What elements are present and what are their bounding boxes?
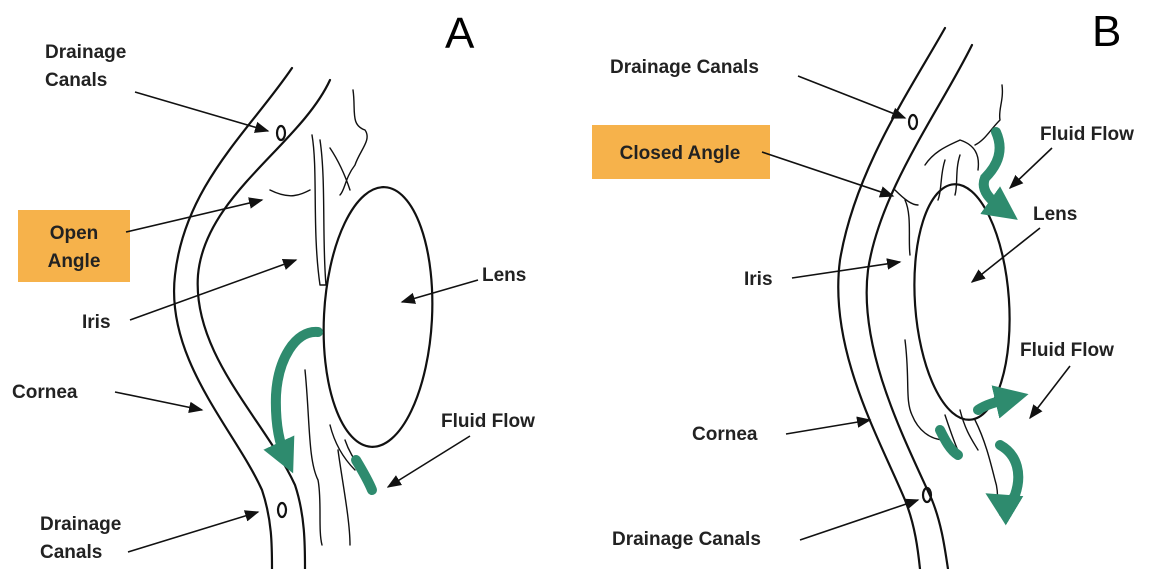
panel-a-drainage-canal-top xyxy=(277,126,285,140)
panel-b-cornea-inner xyxy=(867,45,972,569)
panel-b-drainage-bottom-pointer xyxy=(800,500,918,540)
panel-b-drainage-canal-top xyxy=(909,115,917,129)
panel-a-iris-label: Iris xyxy=(82,312,111,333)
panel-a-fluid-flow-pointer xyxy=(388,436,470,487)
panel-a-drainage-top-label-1: Drainage xyxy=(45,42,126,63)
panel-a-iris-pointer xyxy=(130,260,296,320)
panel-a-lens-label: Lens xyxy=(482,265,526,286)
panel-a-fluid-flow-label: Fluid Flow xyxy=(441,411,535,432)
panel-b-letter: B xyxy=(1092,7,1121,56)
panel-a-letter: A xyxy=(445,9,475,58)
panel-b-fluid-flow-top-arrow xyxy=(984,132,1004,210)
panel-a-iris-top xyxy=(270,90,367,285)
panel-a-lens-pointer xyxy=(402,280,478,302)
panel-b-cornea-pointer xyxy=(786,420,870,434)
panel-b-closed-angle-label: Closed Angle xyxy=(620,143,741,164)
panel-b-fluid-flow-bottom-pointer xyxy=(1030,366,1070,418)
panel-a-drainage-canal-bottom xyxy=(278,503,286,517)
panel-a-drainage-top-label-2: Canals xyxy=(45,70,107,91)
panel-a-fluid-flow-tail xyxy=(356,460,372,490)
panel-b-drainage-bottom-label: Drainage Canals xyxy=(612,529,761,550)
panel-b-lens-label: Lens xyxy=(1033,204,1077,225)
panel-b-drainage-top-label: Drainage Canals xyxy=(610,57,759,78)
panel-b: B Closed Angle Drainage Canals Fluid Flo… xyxy=(592,7,1134,569)
panel-a-drainage-top-pointer xyxy=(135,92,268,131)
panel-b-fluid-flow-top-label: Fluid Flow xyxy=(1040,124,1134,145)
panel-a-lens xyxy=(317,184,438,449)
panel-a-cornea-outer xyxy=(174,68,292,569)
panel-a-drainage-bottom-label-1: Drainage xyxy=(40,514,121,535)
panel-a-fluid-flow-arrow xyxy=(276,332,318,458)
panel-a-open-angle-label-2: Angle xyxy=(48,251,101,272)
panel-b-fluid-flow-top-pointer xyxy=(1010,148,1052,188)
panel-a-drainage-bottom-label-2: Canals xyxy=(40,542,102,563)
panel-a-open-angle-pointer xyxy=(126,200,262,232)
panel-b-lens xyxy=(907,181,1017,423)
panel-a-drainage-bottom-pointer xyxy=(128,512,258,552)
panel-a-cornea-label: Cornea xyxy=(12,382,78,403)
panel-b-fluid-flow-bottom-label: Fluid Flow xyxy=(1020,340,1114,361)
panel-b-fluid-flow-right-arrow xyxy=(978,398,1012,410)
panel-a-open-angle-label-1: Open xyxy=(50,223,99,244)
panel-a-cornea-pointer xyxy=(115,392,202,410)
panel-b-cornea-label: Cornea xyxy=(692,424,758,445)
panel-b-drainage-top-pointer xyxy=(798,76,905,118)
panel-b-fluid-flow-bottom-arrow xyxy=(1000,445,1018,504)
panel-a: A Open Angle Drainage Canals Iris Cornea… xyxy=(12,9,535,569)
panel-b-iris-pointer xyxy=(792,262,900,278)
panel-b-iris-bottom xyxy=(905,340,1000,515)
panel-b-iris-label: Iris xyxy=(744,269,773,290)
